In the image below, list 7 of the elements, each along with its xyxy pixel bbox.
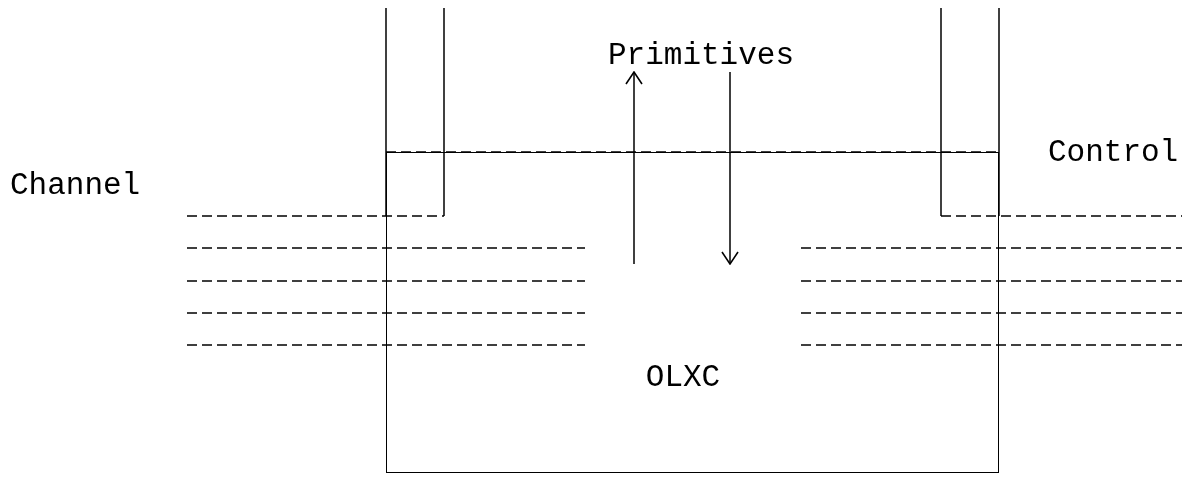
primitives-text: Primitives — [608, 39, 794, 71]
channel-label: Channel — [10, 169, 141, 201]
box-title: OLXC — [645, 361, 721, 393]
control-label: Control — [1048, 136, 1179, 168]
arrow — [721, 71, 739, 265]
olxc-box — [386, 152, 999, 473]
arrow — [625, 71, 643, 265]
